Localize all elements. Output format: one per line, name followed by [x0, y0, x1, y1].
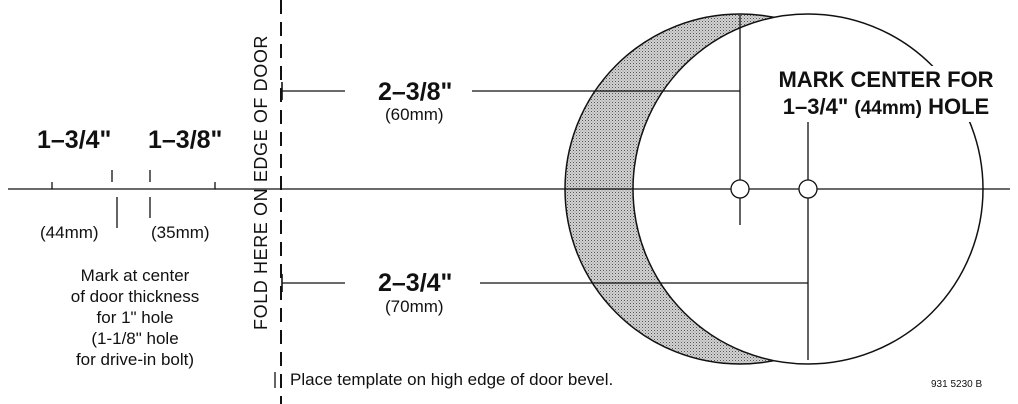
thickness-mm-35: (35mm) [151, 223, 210, 242]
note-line: Mark at center [80, 266, 190, 285]
thickness-bracket [51, 182, 216, 190]
note-line: for drive-in bolt) [75, 350, 195, 369]
placement-instruction: Place template on high edge of door beve… [290, 370, 614, 389]
center-mark-note: Mark at center of door thickness for 1" … [22, 265, 248, 370]
center-hole-2-3-8 [730, 179, 750, 199]
heading-line-1: MARK CENTER FOR [778, 67, 994, 92]
heading-line-2: 1–3/4" (44mm) HOLE [762, 93, 1010, 122]
note-line: for 1" hole [96, 308, 174, 327]
heading-mm: (44mm) [854, 98, 922, 119]
note-line: of door thickness [70, 287, 200, 306]
heading-hole: HOLE [928, 94, 990, 119]
part-number: 931 5230 B [931, 379, 983, 390]
backset-mm-60: (60mm) [385, 105, 444, 124]
center-hole-2-3-4 [798, 179, 818, 199]
mark-center-heading: MARK CENTER FOR 1–3/4" (44mm) HOLE [762, 66, 1010, 122]
note-line: (1-1/8" hole [91, 329, 179, 348]
thickness-mm-44: (44mm) [40, 223, 99, 242]
backset-mm-70: (70mm) [385, 297, 444, 316]
fold-label: FOLD HERE ON EDGE OF DOOR [251, 34, 271, 330]
thickness-label-1-3-4: 1–3/4" [37, 126, 112, 154]
backset-label-2-3-4: 2–3/4" [378, 269, 453, 297]
heading-size: 1–3/4" [782, 94, 849, 119]
backset-label-2-3-8: 2–3/8" [378, 78, 453, 106]
thickness-label-1-3-8: 1–3/8" [148, 126, 223, 154]
